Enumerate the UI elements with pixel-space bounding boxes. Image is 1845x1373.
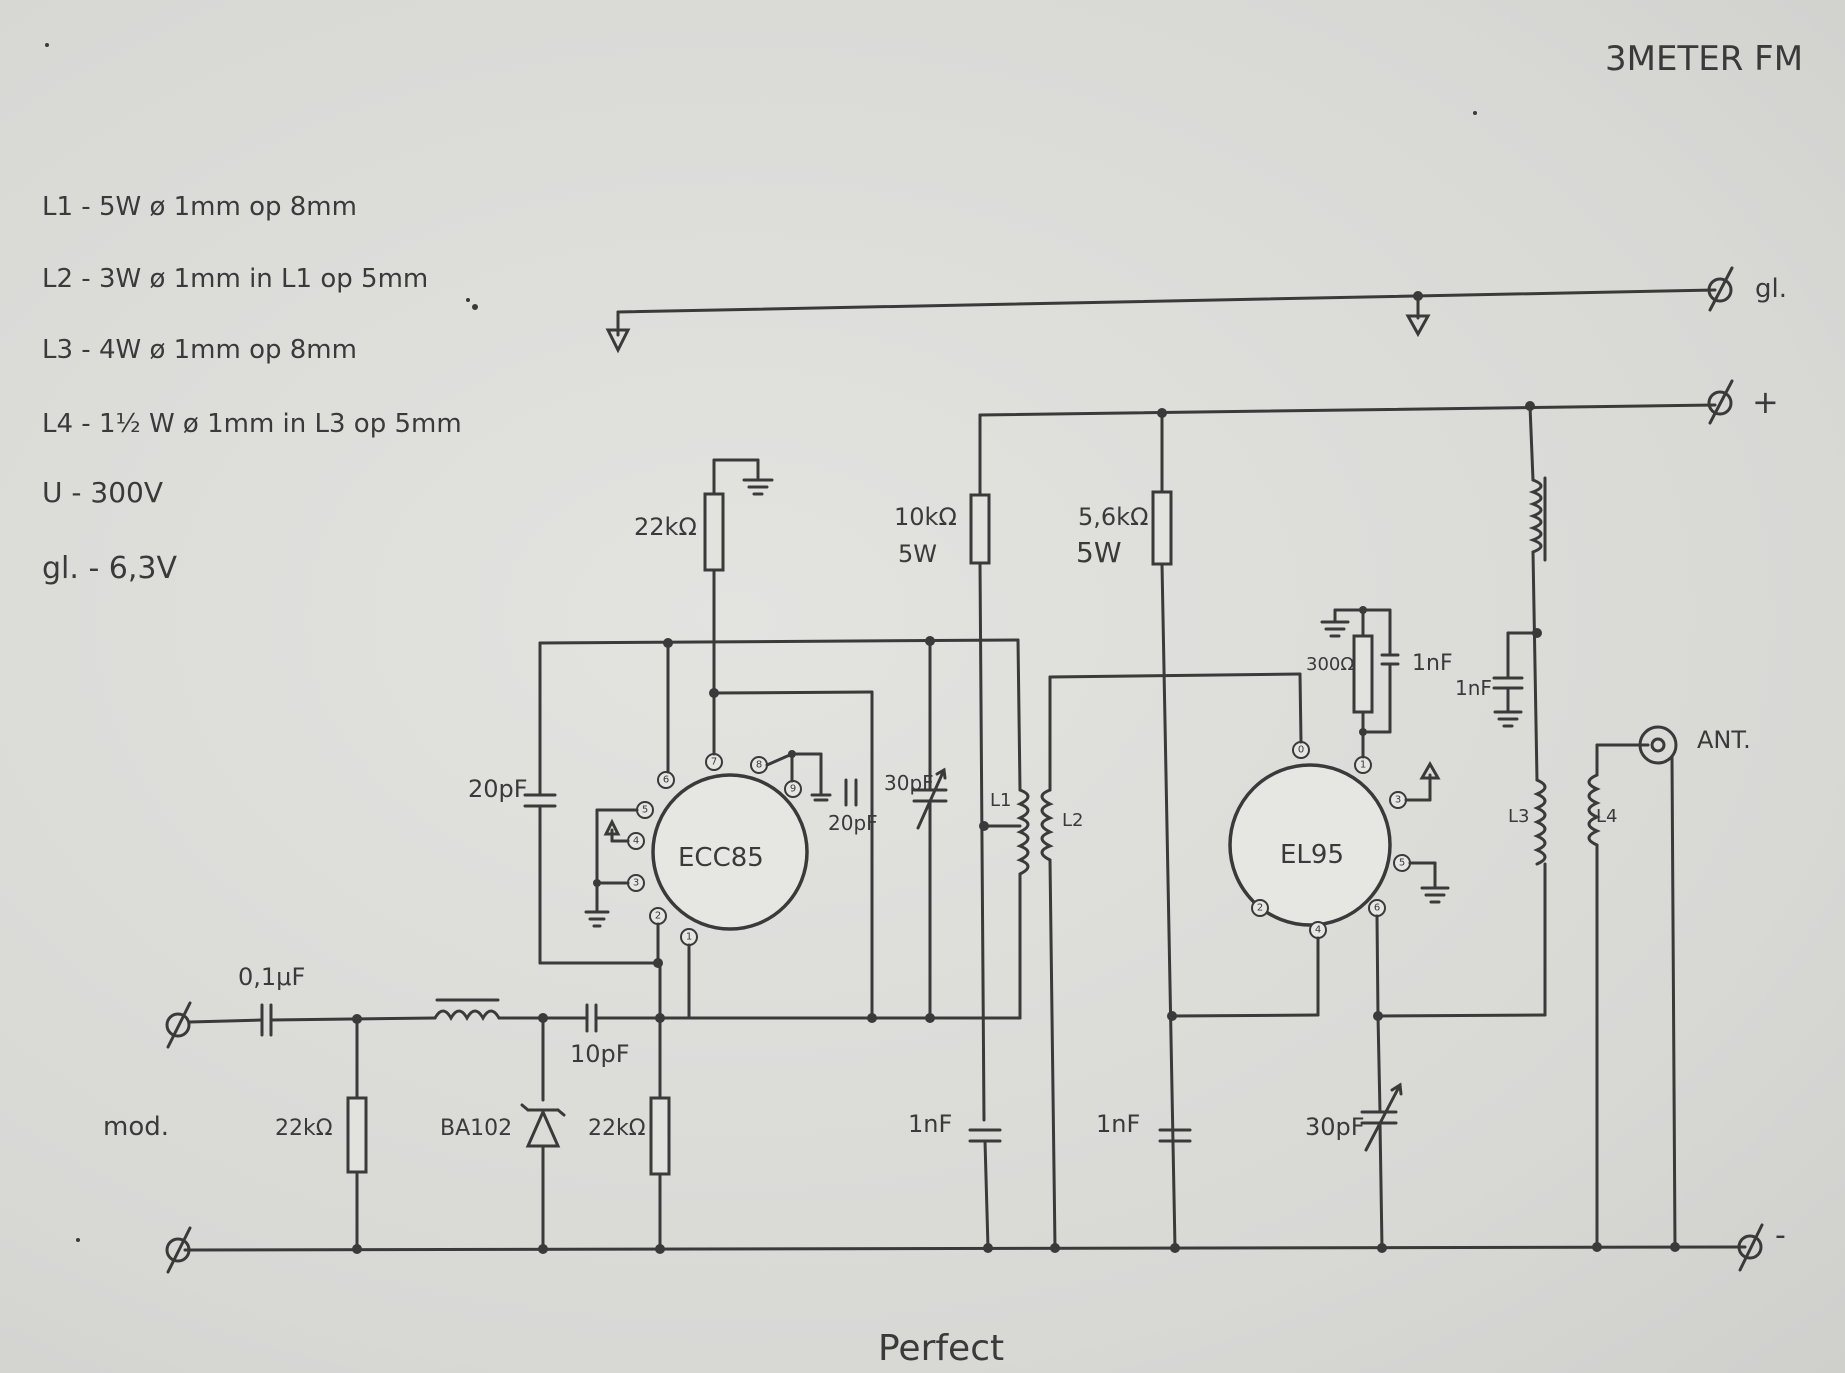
note-voltage: U - 300V	[42, 476, 163, 509]
label-c-30p-out: 30pF	[1305, 1113, 1365, 1141]
label-gl: gl.	[1755, 274, 1787, 304]
label-plus: +	[1752, 383, 1779, 421]
label-diode: BA102	[440, 1116, 512, 1141]
label-l1: L1	[990, 790, 1011, 811]
schematic-title: 3METER FM	[1605, 39, 1803, 79]
label-ant: ANT.	[1697, 726, 1751, 754]
coil-l4	[1587, 773, 1601, 847]
resistor-r-in	[346, 1096, 368, 1174]
label-mod: mod.	[103, 1112, 169, 1142]
antenna-connector	[1638, 725, 1678, 1249]
label-r-ecc-top: 22kΩ	[634, 513, 697, 541]
label-l4: L4	[1596, 806, 1617, 827]
terminal-minus	[1737, 1223, 1764, 1272]
resistor-r-5k6	[1151, 490, 1173, 566]
l1-l2-tank: 10kΩ 5W L1 L2 1nF	[894, 488, 1083, 1250]
resistor-r-300	[1352, 634, 1374, 714]
note-l1: L1 - 5W ø 1mm op 8mm	[42, 192, 357, 222]
svg-text:1: 1	[686, 932, 692, 943]
label-c-el95-1: 1nF	[1412, 651, 1453, 676]
plus-rail: +	[978, 379, 1779, 492]
note-heater: gl. - 6,3V	[42, 551, 178, 586]
paper-marks	[45, 43, 1477, 1242]
note-l4: L4 - 1½ W ø 1mm in L3 op 5mm	[42, 409, 462, 439]
rf-choke	[1528, 478, 1543, 554]
label-c-20p-mid: 20pF	[828, 811, 878, 835]
label-l3: L3	[1508, 806, 1529, 827]
svg-text:3: 3	[1395, 795, 1401, 806]
svg-text:6: 6	[1374, 903, 1380, 914]
tube-ecc85	[651, 773, 809, 931]
label-c-30p-trim: 30pF	[884, 771, 934, 795]
coil-l1	[1016, 788, 1030, 876]
terminal-mod	[165, 1001, 192, 1049]
svg-text:8: 8	[756, 760, 762, 771]
ground-rail: -	[165, 1218, 1786, 1274]
label-r-5k6: 5,6kΩ	[1078, 503, 1148, 531]
svg-text:9: 9	[790, 784, 796, 795]
svg-text:7: 7	[711, 757, 717, 768]
label-c-10p: 10pF	[570, 1040, 630, 1068]
choke-coil	[433, 1009, 501, 1022]
label-c-1n-b: 1nF	[1096, 1110, 1140, 1138]
label-r-10k-w: 5W	[898, 540, 937, 568]
svg-text:0: 0	[1298, 745, 1304, 756]
heater-rail: gl.	[605, 266, 1787, 354]
resistor-r-10k	[969, 493, 991, 565]
label-r-in: 22kΩ	[275, 1116, 333, 1141]
coil-l2	[1040, 788, 1054, 862]
terminal-gl	[1707, 266, 1734, 312]
resistor-r-grid	[649, 1096, 671, 1176]
label-ecc85: ECC85	[678, 843, 764, 873]
el95-stage: 5,6kΩ 5W 1nF EL95 0 1 3 5 6 4 2	[1048, 411, 1547, 1250]
terminal-plus	[1707, 379, 1734, 425]
resistor-r-ecc-top	[703, 492, 725, 572]
svg-text:3: 3	[633, 878, 639, 889]
svg-text:4: 4	[1315, 925, 1321, 936]
svg-text:5: 5	[642, 805, 648, 816]
tube-el95	[1228, 763, 1392, 927]
svg-text:2: 2	[1257, 903, 1263, 914]
label-r-10k: 10kΩ	[894, 503, 957, 531]
svg-text:1: 1	[1360, 760, 1366, 771]
signature: Perfect	[878, 1328, 1004, 1369]
coil-l3	[1533, 778, 1547, 866]
ecc85-stage: ECC85 7 6 8 9 5 4 3 2 1 22kΩ	[468, 458, 1022, 1023]
label-c-in: 0,1μF	[238, 963, 305, 991]
diode-ba102	[520, 1103, 566, 1148]
label-c-l3: 1nF	[1455, 676, 1492, 700]
label-r-5k6-w: 5W	[1076, 536, 1122, 569]
label-r-grid: 22kΩ	[588, 1116, 646, 1141]
note-l3: L3 - 4W ø 1mm op 8mm	[42, 335, 357, 365]
svg-text:4: 4	[633, 836, 639, 847]
svg-text:6: 6	[663, 775, 669, 786]
note-l2: L2 - 3W ø 1mm in L1 op 5mm	[42, 264, 428, 294]
label-minus: -	[1775, 1218, 1786, 1253]
modulation-input: mod. 0,1μF 22kΩ BA102 10pF	[103, 963, 690, 1251]
antenna-tank: 1nF L3 L4 ANT.	[1455, 404, 1751, 1249]
label-c-20p-left: 20pF	[468, 775, 528, 803]
coil-notes: L1 - 5W ø 1mm op 8mm L2 - 3W ø 1mm in L1…	[42, 192, 462, 586]
label-r-300: 300Ω	[1306, 654, 1354, 675]
label-l2: L2	[1062, 810, 1083, 831]
terminal-ground-left	[165, 1226, 192, 1274]
svg-text:2: 2	[655, 911, 661, 922]
svg-text:5: 5	[1399, 858, 1405, 869]
label-c-1n-a: 1nF	[908, 1110, 952, 1138]
label-el95: EL95	[1280, 840, 1344, 870]
